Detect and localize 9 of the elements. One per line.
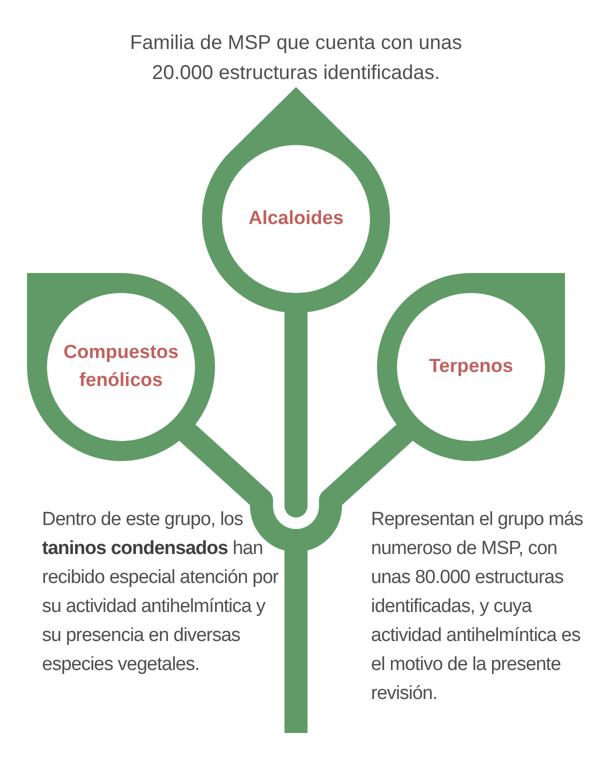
leaf-node [377, 273, 565, 461]
description-text: Dentro de este grupo, los taninos condensados han recibido especial atención por su actividad antihelmíntica y su presencia en diversas especies vegetales. [42, 508, 280, 677]
category-label: Alcaloides [248, 207, 344, 232]
description-text: Representan el grupo más numeroso de MSP, con unas 80.000 estructuras identificadas, y cuya actividad antihelmíntica es el motivo de la presente revisión. [371, 508, 584, 706]
category-label: Compuestos fenólicos [62, 341, 180, 393]
description-text: Familia de MSP que cuenta con unas 20.000 estructuras identificadas. [128, 31, 464, 86]
category-label: Terpenos [428, 355, 514, 380]
leaf-node [202, 87, 390, 313]
leaf-node [27, 273, 215, 461]
